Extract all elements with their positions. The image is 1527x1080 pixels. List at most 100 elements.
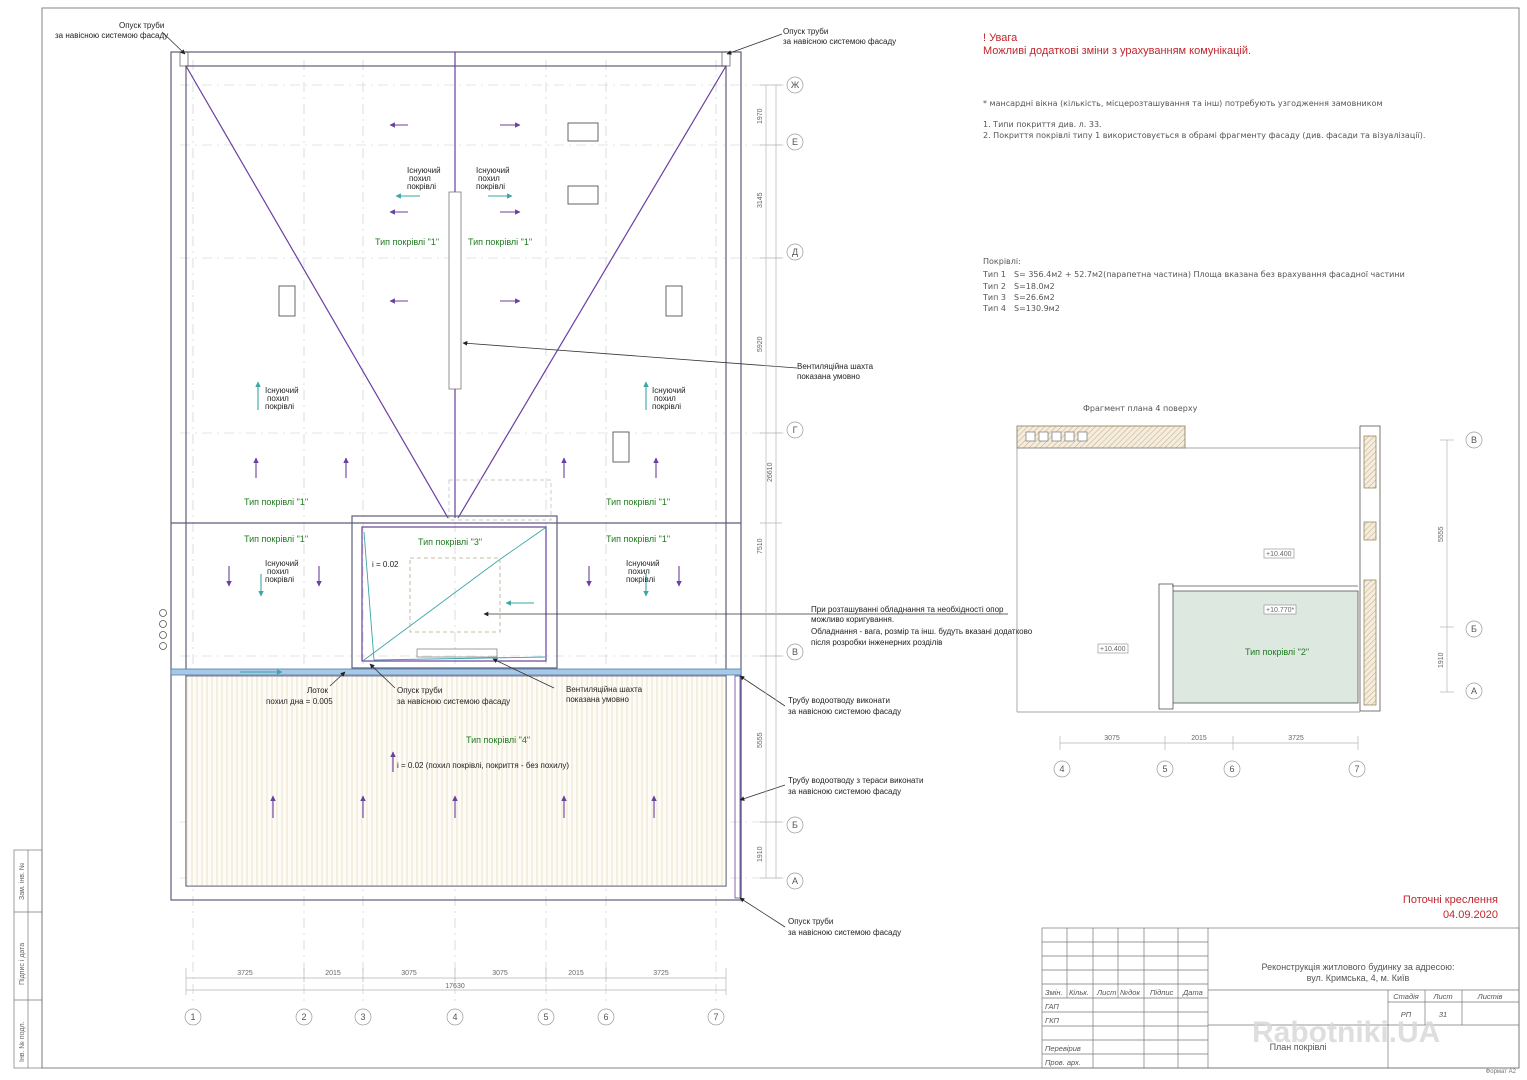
svg-text:Існуючий: Існуючий bbox=[265, 386, 299, 395]
dim-h-2: 2015 bbox=[325, 970, 341, 977]
vertical-dimensions: 1970 3145 5920 7510 5555 1910 26610 bbox=[757, 84, 782, 879]
tb-sheet: 31 bbox=[1439, 1010, 1447, 1019]
tb-h-sign: Підпис bbox=[1150, 988, 1174, 997]
callouts: Опуск труби за навісною системою фасаду … bbox=[55, 21, 1033, 937]
dim-v-1: 1970 bbox=[757, 108, 764, 124]
svg-text:похил: похил bbox=[267, 394, 289, 403]
axis-v: В bbox=[792, 647, 798, 657]
tb-role-gkp: ГКП bbox=[1045, 1016, 1059, 1025]
frag-dim-h-3: 3725 bbox=[1288, 735, 1304, 742]
axis-a: А bbox=[792, 876, 798, 886]
axis-7: 7 bbox=[713, 1012, 718, 1022]
roof-ridges bbox=[185, 52, 727, 521]
roof-type-1-label-f: Тип покрівлі "1" bbox=[606, 534, 670, 544]
stamp-inv-replace: Зам. інв. № bbox=[18, 863, 26, 900]
svg-text:Існуючий: Існуючий bbox=[407, 166, 441, 175]
svg-text:покрівлі: покрівлі bbox=[407, 182, 436, 191]
slope-arrows bbox=[226, 122, 682, 597]
svg-text:похил: похил bbox=[267, 567, 289, 576]
svg-text:Існуючий: Існуючий bbox=[652, 386, 686, 395]
roof-type-3-area: Тип покрівлі "3" і = 0.02 bbox=[351, 515, 558, 669]
axis-6: 6 bbox=[603, 1012, 608, 1022]
stamp-sign-date: Підпис і дата bbox=[18, 943, 26, 985]
dim-v-2: 3145 bbox=[757, 192, 764, 208]
pipe-label-top-right-2: за навісною системою фасаду bbox=[783, 37, 896, 46]
equipment-zone bbox=[409, 557, 501, 633]
svg-text:покрівлі: покрівлі bbox=[265, 575, 294, 584]
vent-shaft-top-label-1: Вентиляційна шахта bbox=[797, 362, 874, 371]
skylight bbox=[665, 285, 683, 317]
horizontal-dimensions: 3725 2015 3075 3075 2015 3725 17630 bbox=[185, 968, 727, 995]
axis-bubbles-horizontal: 1 2 3 4 5 6 7 bbox=[184, 1008, 725, 1026]
fragment-title: Фрагмент плана 4 поверху bbox=[1083, 404, 1198, 413]
warning-title: ! Увага bbox=[983, 32, 1018, 44]
skylight bbox=[567, 185, 599, 205]
skylights bbox=[278, 122, 683, 463]
roof-type-2-name: Тип 2 bbox=[982, 282, 1006, 291]
fragment-level-2: +10.770* bbox=[1266, 607, 1294, 614]
vent-shaft-bottom-label-2: показана умовно bbox=[566, 695, 630, 704]
pipe-label-bottom-1: Опуск труби bbox=[788, 917, 833, 926]
fragment-right-wall bbox=[1359, 425, 1381, 712]
equipment-note-1: При розташуванні обладнання та необхідно… bbox=[811, 605, 1004, 614]
frag-dim-h-2: 2015 bbox=[1191, 735, 1207, 742]
frag-axis-v: В bbox=[1471, 435, 1477, 445]
roof-type-4-area: S=130.9м2 bbox=[1014, 304, 1060, 313]
roof-type-3-label: Тип покрівлі "3" bbox=[418, 537, 482, 547]
dim-v-6: 1910 bbox=[757, 846, 764, 862]
axis-ye: Е bbox=[792, 137, 798, 147]
roof-type-2-label: Тип покрівлі "2" bbox=[1245, 647, 1309, 657]
roof-type-4-area: Тип покрівлі "4" і = 0.02 (похил покрівл… bbox=[185, 675, 742, 900]
drain-pipe-label-2: за навісною системою фасаду bbox=[788, 707, 901, 716]
sheet-frame bbox=[41, 7, 1520, 1069]
dim-v-5: 5555 bbox=[757, 732, 764, 748]
skylight bbox=[567, 122, 599, 142]
frag-axis-7: 7 bbox=[1354, 764, 1359, 774]
vent-shaft-top-label-2: показана умовно bbox=[797, 372, 861, 381]
tb-h-sheet: Лист bbox=[1096, 988, 1116, 997]
roof-type-4-label: Тип покрівлі "4" bbox=[466, 735, 530, 745]
roof-type-1-label-c: Тип покрівлі "1" bbox=[244, 497, 308, 507]
dim-h-4: 3075 bbox=[492, 970, 508, 977]
skylight bbox=[612, 431, 630, 463]
current-drawings-label: Поточні креслення bbox=[1403, 894, 1498, 906]
frag-dim-h-1: 3075 bbox=[1104, 735, 1120, 742]
axis-d: Д bbox=[792, 247, 798, 257]
dim-h-1: 3725 bbox=[237, 970, 253, 977]
vent-shaft-bottom bbox=[416, 648, 498, 658]
frag-axis-b: Б bbox=[1471, 624, 1477, 634]
dim-v-4: 7510 bbox=[757, 538, 764, 554]
pipe-marker-top-left bbox=[179, 51, 189, 67]
svg-text:покрівлі: покрівлі bbox=[652, 402, 681, 411]
gutter-label-2: похил дна = 0.005 bbox=[266, 697, 333, 706]
equipment-note-3: Обладнання - вага, розмір та інш. будуть… bbox=[811, 627, 1033, 636]
note-2: 2. Покриття покрівлі типу 1 використовує… bbox=[983, 131, 1425, 140]
axis-1: 1 bbox=[190, 1012, 195, 1022]
tb-stage: РП bbox=[1401, 1010, 1412, 1019]
roof-type-3-area: S=26.6м2 bbox=[1014, 293, 1055, 302]
notes-block: ! Увага Можливі додаткові зміни з урахув… bbox=[982, 32, 1425, 313]
axis-2: 2 bbox=[301, 1012, 306, 1022]
axis-zh: Ж bbox=[791, 80, 800, 90]
side-stamp: Інв. № подл. Підпис і дата Зам. інв. № bbox=[13, 849, 43, 1069]
existing-slope-label: Існуючий похил покрівлі bbox=[626, 559, 660, 584]
gutter-label-1: Лоток bbox=[307, 686, 329, 695]
tb-h-doc: №док bbox=[1120, 988, 1140, 997]
tb-sheet-header: Лист bbox=[1432, 992, 1452, 1001]
current-drawings-date: 04.09.2020 bbox=[1443, 909, 1498, 921]
roof-type-1-label-d: Тип покрівлі "1" bbox=[606, 497, 670, 507]
terrace-pipe-label-1: Трубу водоотводу з тераси виконати bbox=[788, 776, 923, 785]
pipe-label-bottom-2: за навісною системою фасаду bbox=[788, 928, 901, 937]
fragment-plan: Фрагмент плана 4 поверху +10.400 +10.770… bbox=[1016, 404, 1483, 778]
dim-v-total: 26610 bbox=[767, 462, 774, 482]
tb-h-date: Дата bbox=[1182, 988, 1203, 997]
pipe-label-top-left-1: Опуск труби bbox=[119, 21, 164, 30]
frag-axis-4: 4 bbox=[1059, 764, 1064, 774]
roof-type-1-label-e: Тип покрівлі "1" bbox=[244, 534, 308, 544]
dim-h-5: 2015 bbox=[568, 970, 584, 977]
tb-project: Реконструкція житлового будинку за адрес… bbox=[1262, 962, 1455, 972]
existing-slope-label: Існуючий похил покрівлі bbox=[652, 386, 686, 411]
svg-text:покрівлі: покрівлі bbox=[476, 182, 505, 191]
frag-dim-v-2: 1910 bbox=[1438, 652, 1445, 668]
pipe-marker-top-right bbox=[721, 51, 731, 67]
